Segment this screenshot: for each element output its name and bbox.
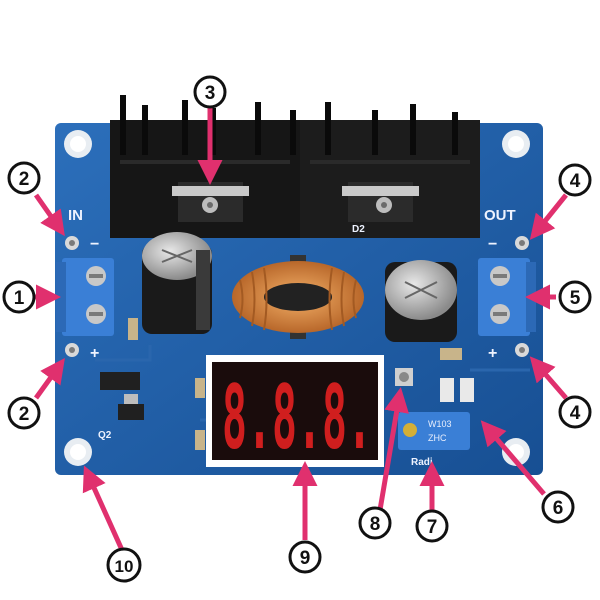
output-pad-plus [515, 343, 529, 357]
svg-text:9: 9 [300, 548, 311, 569]
display-digits: 8.8.8. [222, 366, 372, 469]
callout-6: 6 [541, 490, 575, 524]
in-label: IN [68, 207, 83, 224]
svg-text:4: 4 [570, 171, 581, 192]
callout-4-top: 4 [558, 163, 592, 197]
in-minus-label: − [90, 236, 99, 253]
arrow-4-bottom [529, 356, 568, 400]
svg-text:10: 10 [115, 557, 134, 576]
arrow-4-top [529, 193, 568, 240]
callout-1: 1 [2, 280, 36, 314]
input-capacitor [142, 232, 212, 334]
input-terminal-block [56, 258, 114, 336]
svg-text:2: 2 [19, 404, 30, 425]
mosfet-left [172, 182, 249, 222]
output-voltage-potentiometer: W103 ZHC [398, 412, 470, 450]
callout-3: 3 [193, 75, 227, 109]
output-terminal-block [478, 258, 536, 336]
diode-ref-label: D2 [352, 224, 365, 235]
callout-9: 9 [288, 540, 322, 574]
svg-text:3: 3 [205, 83, 216, 104]
in-plus-label: + [90, 345, 99, 362]
out-plus-label: + [488, 345, 497, 362]
mounting-hole-bottom-left [64, 438, 92, 466]
svg-text:2: 2 [19, 169, 30, 190]
status-led [460, 378, 474, 402]
svg-text:6: 6 [553, 498, 564, 519]
smd-resistor-bottom [195, 430, 205, 450]
status-led-2 [440, 378, 454, 402]
arrow-8 [377, 387, 409, 511]
out-label: OUT [484, 207, 516, 224]
arrow-10 [82, 465, 125, 552]
pot-text-line2: ZHC [428, 433, 447, 443]
output-capacitor [385, 260, 457, 342]
out-minus-label: − [488, 236, 497, 253]
callout-7: 7 [415, 509, 449, 543]
small-trimmer [395, 368, 413, 386]
heatsink [110, 95, 480, 238]
smd-resistor-left [128, 318, 138, 340]
arrow-6 [480, 420, 546, 496]
mounting-hole-top-left [64, 130, 92, 158]
smd-capacitor-display [195, 378, 205, 398]
smd-resistor-right [440, 348, 462, 360]
callout-2-top: 2 [7, 161, 41, 195]
arrow-2-top [33, 193, 65, 237]
input-pad-minus [65, 236, 79, 250]
transistor-ref-label: Q2 [98, 430, 112, 441]
callout-arrows [33, 108, 568, 552]
callout-5: 5 [558, 280, 592, 314]
callout-2-bottom: 2 [7, 396, 41, 430]
pot-text-line1: W103 [428, 419, 452, 429]
svg-text:7: 7 [427, 517, 438, 538]
callout-4-bottom: 4 [558, 395, 592, 429]
callout-8: 8 [358, 506, 392, 540]
diode-d2: D2 [342, 182, 419, 235]
input-pad-plus [65, 343, 79, 357]
mounting-hole-top-right [502, 130, 530, 158]
svg-text:8: 8 [370, 514, 381, 535]
led-display: 8.8.8. [206, 355, 384, 469]
output-pad-minus [515, 236, 529, 250]
svg-text:1: 1 [14, 288, 25, 309]
arrow-2-bottom [33, 357, 65, 400]
svg-text:4: 4 [570, 403, 581, 424]
svg-text:5: 5 [570, 288, 581, 309]
toroidal-inductor [232, 255, 364, 339]
callout-10: 10 [106, 547, 142, 583]
transistor-q2: Q2 [98, 372, 144, 441]
